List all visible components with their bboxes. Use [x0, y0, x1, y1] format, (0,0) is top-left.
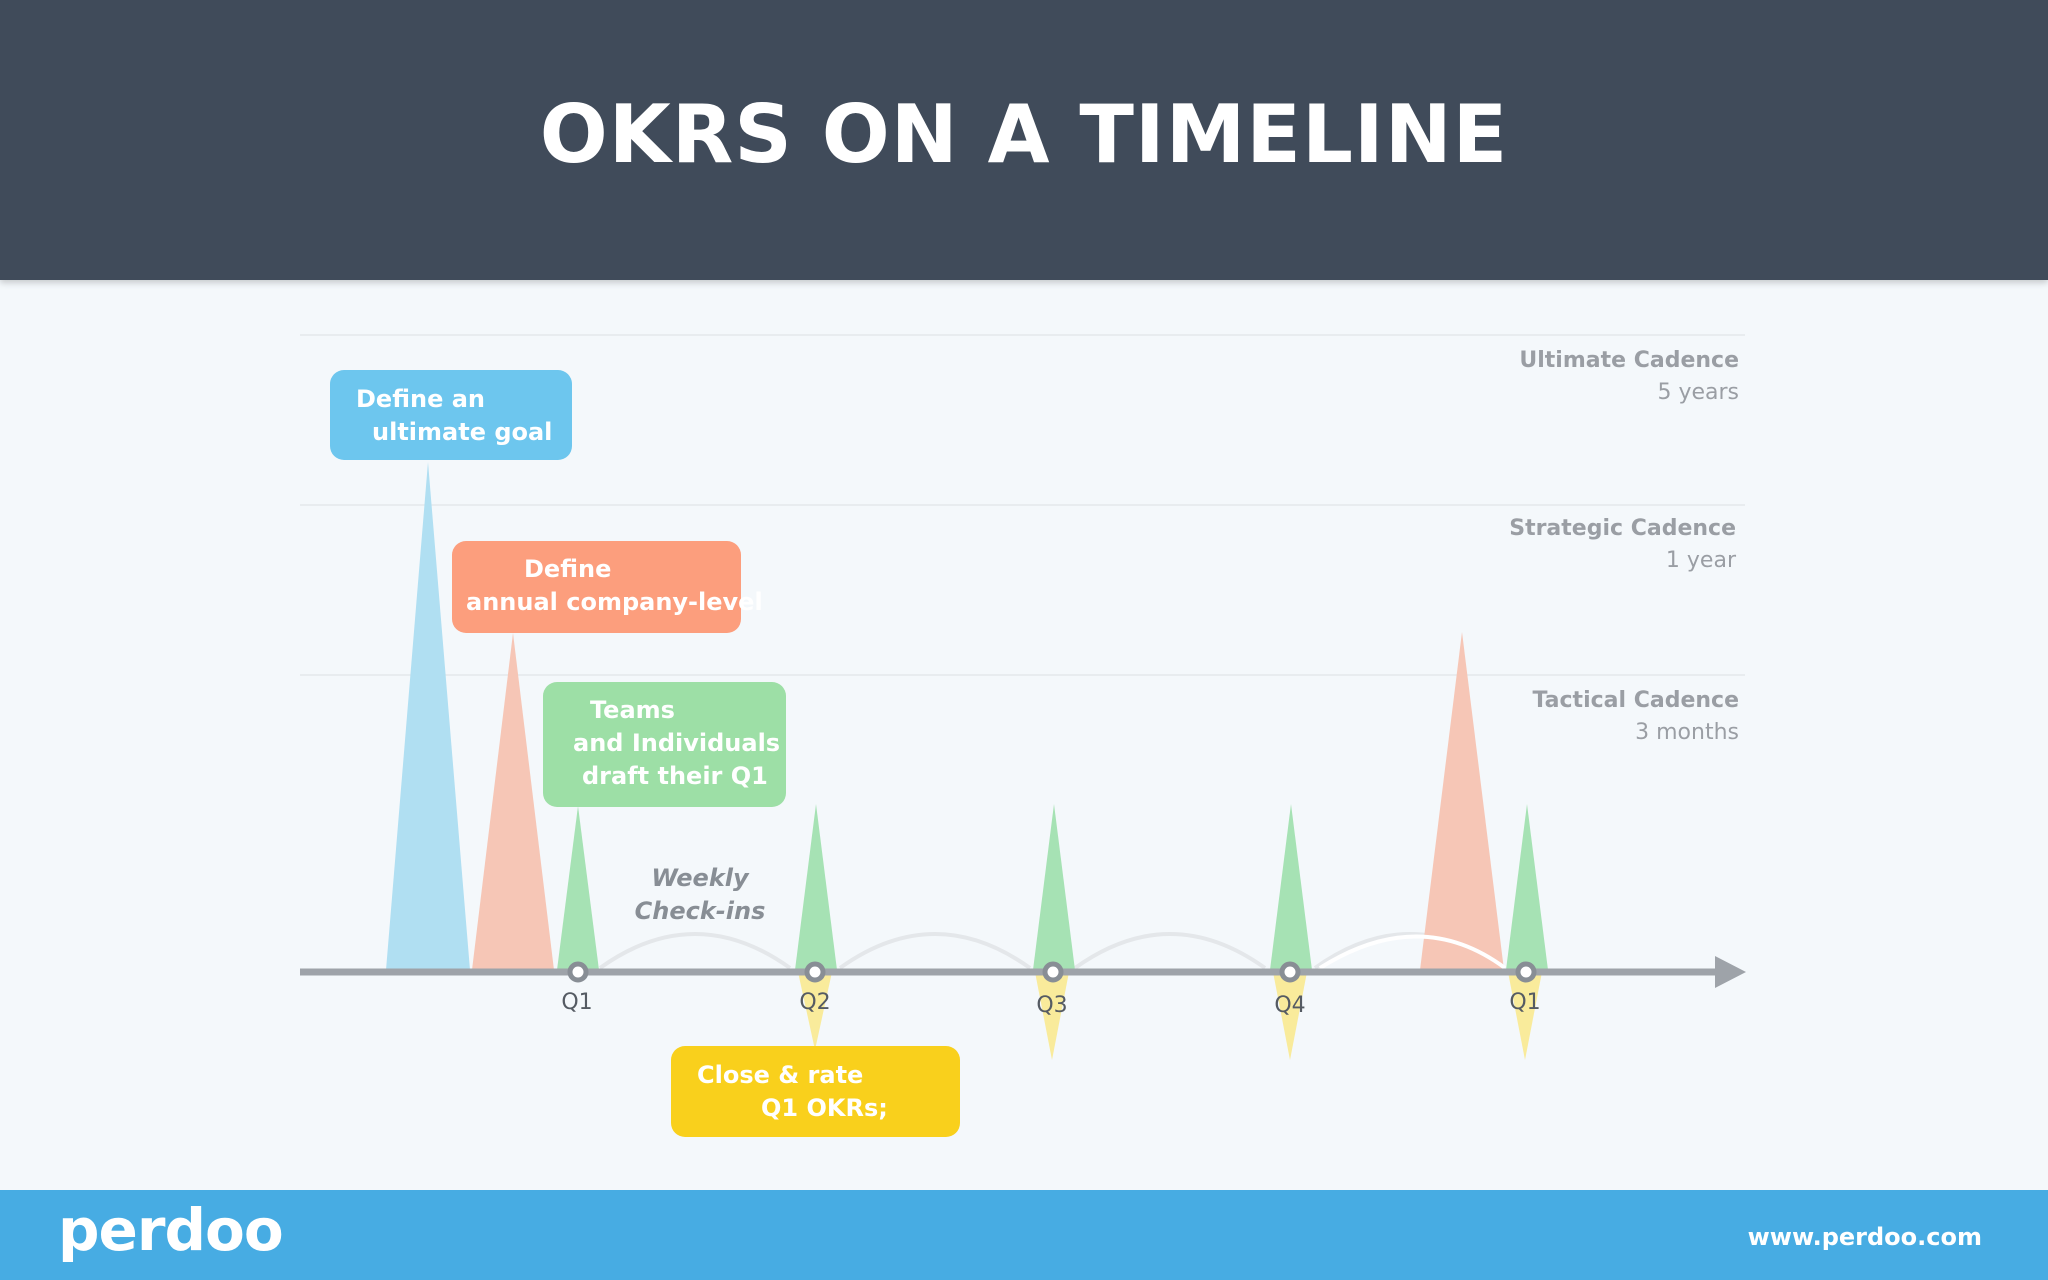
- callout-ultimate-goal: Define an ultimate goal: [330, 370, 572, 460]
- weekly-checkins-label: Weekly Check-ins: [620, 862, 780, 928]
- close-spike-q2: [798, 972, 832, 1050]
- strategic-spike: [472, 633, 554, 970]
- cadence-period-ultimate: 5 years: [1657, 380, 1739, 405]
- quarter-label: Q1: [1509, 990, 1541, 1015]
- tactical-spike-q2: [795, 804, 837, 970]
- quarter-markers: [567, 961, 1537, 983]
- cadence-period-strategic: 1 year: [1665, 548, 1736, 573]
- quarter-marker: [804, 961, 826, 983]
- quarter-marker: [1042, 961, 1064, 983]
- quarter-label: Q3: [1036, 993, 1068, 1018]
- checkins-line: Weekly: [651, 864, 749, 892]
- quarter-marker: [1279, 961, 1301, 983]
- cadence-title-strategic: Strategic Cadence: [1509, 516, 1736, 541]
- quarter-label: Q2: [799, 990, 831, 1015]
- callout-line: Define an: [356, 385, 485, 413]
- quarter-label: Q1: [561, 990, 593, 1015]
- callout-line: annual company-level: [466, 588, 763, 616]
- close-spike-q3: [1035, 972, 1069, 1060]
- callout-line: draft their Q1: [582, 762, 768, 790]
- callout-line: Teams: [590, 696, 675, 724]
- tactical-spike-q1: [557, 806, 599, 970]
- close-spike-q4: [1273, 972, 1307, 1060]
- header-bar: OKRS ON A TIMELINE: [0, 0, 2048, 280]
- perdoo-logo[interactable]: perdoo: [58, 1196, 284, 1264]
- tactical-spike-q3: [1033, 804, 1075, 970]
- footer-bar: [0, 1190, 2048, 1280]
- strategic-spike-next: [1420, 632, 1504, 970]
- footer-url-link[interactable]: www.perdoo.com: [1747, 1223, 1982, 1251]
- callout-close-and-rate: Close & rate Q1 OKRs;: [671, 1046, 960, 1137]
- quarter-marker: [1515, 961, 1537, 983]
- page-title: OKRS ON A TIMELINE: [539, 88, 1509, 181]
- callout-line: ultimate goal: [372, 418, 553, 446]
- checkin-arc: [838, 932, 1032, 970]
- callout-line: Define: [524, 555, 612, 583]
- checkin-arc: [1073, 932, 1267, 970]
- cadence-title-ultimate: Ultimate Cadence: [1519, 348, 1739, 373]
- callout-annual-company-level: Define annual company-level: [452, 541, 763, 633]
- callout-line: Close & rate: [697, 1061, 864, 1089]
- cadence-title-tactical: Tactical Cadence: [1532, 688, 1740, 713]
- tactical-spikes: [557, 804, 1548, 970]
- checkin-arc-final: [1318, 934, 1507, 970]
- axis-arrow-icon: [1715, 956, 1746, 988]
- tactical-spike-q1-next: [1506, 804, 1548, 970]
- close-spikes: [798, 972, 1542, 1060]
- cadence-period-tactical: 3 months: [1635, 720, 1739, 745]
- quarter-label: Q4: [1274, 993, 1306, 1018]
- tactical-spike-q4: [1270, 804, 1312, 970]
- checkin-arc: [598, 932, 792, 970]
- ultimate-spike: [386, 462, 470, 970]
- callout-line: Q1 OKRs;: [761, 1094, 888, 1122]
- checkins-line: Check-ins: [634, 897, 766, 925]
- callout-line: and Individuals: [573, 729, 781, 757]
- callout-teams-draft-q1: Teams and Individuals draft their Q1: [543, 682, 786, 807]
- quarter-marker: [567, 961, 589, 983]
- close-spike-q1-next: [1508, 972, 1542, 1060]
